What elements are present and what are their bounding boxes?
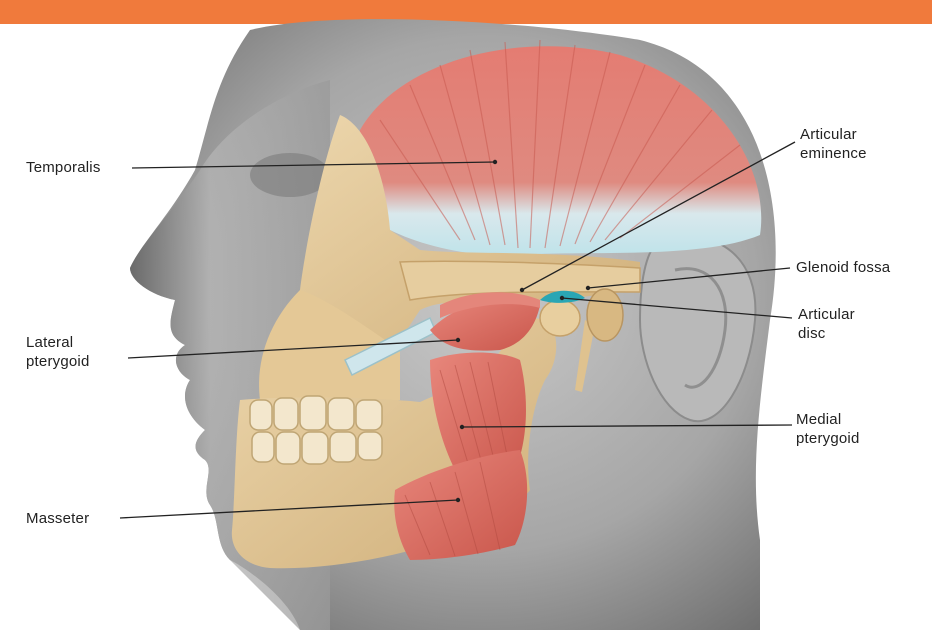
label-medial-pterygoid: Medial pterygoid xyxy=(796,410,860,448)
label-temporalis: Temporalis xyxy=(26,158,101,177)
label-lateral-pterygoid: Lateral pterygoid xyxy=(26,333,90,371)
label-articular-disc: Articular disc xyxy=(798,305,855,343)
label-masseter: Masseter xyxy=(26,509,89,528)
label-glenoid-fossa: Glenoid fossa xyxy=(796,258,890,277)
label-articular-eminence: Articular eminence xyxy=(800,125,867,163)
